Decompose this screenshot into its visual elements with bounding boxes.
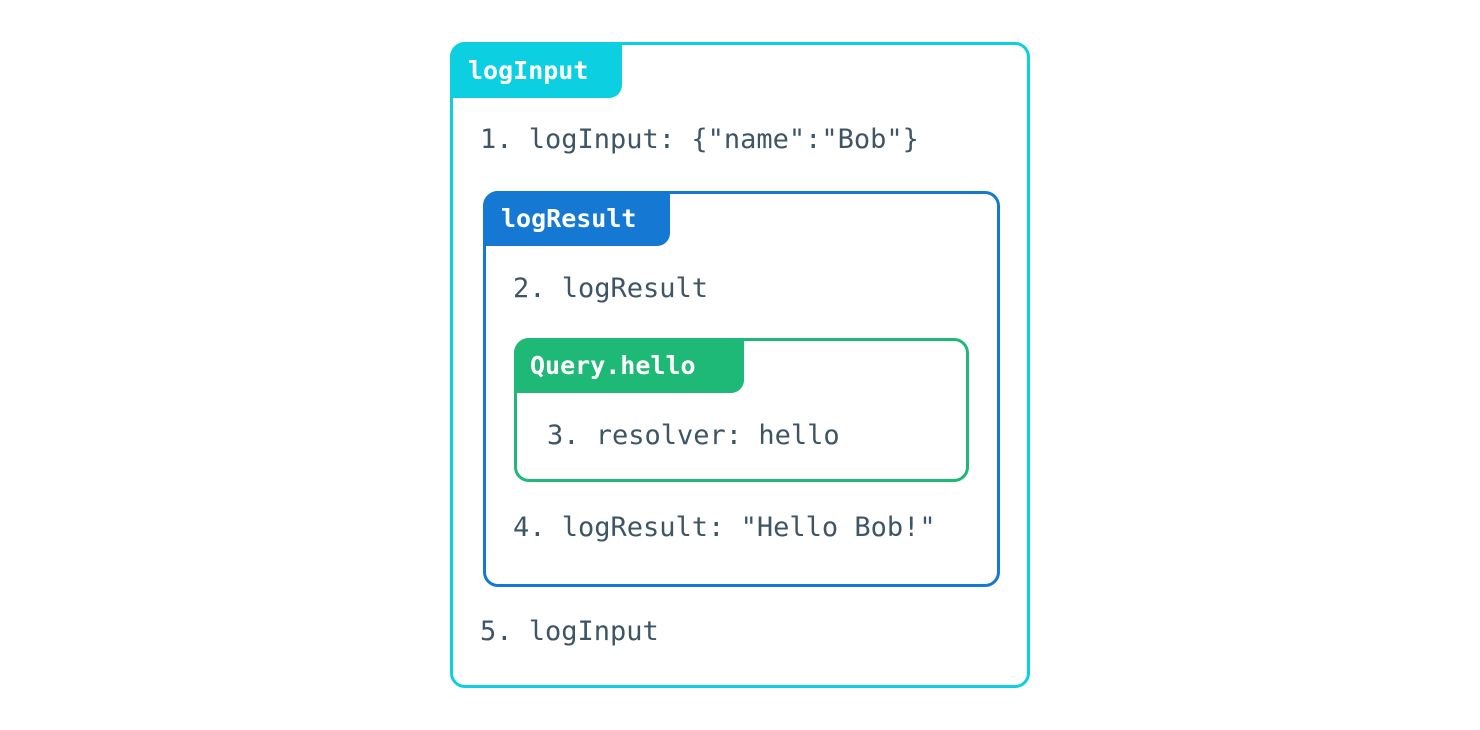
trace-box-tab-loginput: logInput xyxy=(450,42,622,98)
trace-box-query-hello: Query.hello 3. resolver: hello xyxy=(514,338,969,482)
trace-box-tab-label-query-hello: Query.hello xyxy=(530,351,696,380)
trace-line-3: 3. resolver: hello xyxy=(547,420,840,451)
trace-line-1: 1. logInput: {"name":"Bob"} xyxy=(480,124,919,155)
trace-line-2: 2. logResult xyxy=(513,273,709,304)
trace-line-4: 4. logResult: "Hello Bob!" xyxy=(513,512,936,543)
trace-box-logresult: logResult 2. logResult Query.hello 3. re… xyxy=(483,191,1000,587)
trace-line-5: 5. logInput xyxy=(480,616,659,647)
trace-box-tab-query-hello: Query.hello xyxy=(514,338,744,393)
trace-box-tab-label-logresult: logResult xyxy=(501,204,637,233)
trace-box-tab-logresult: logResult xyxy=(483,191,670,246)
trace-box-loginput: logInput 1. logInput: {"name":"Bob"} log… xyxy=(450,42,1030,688)
trace-box-tab-label-loginput: logInput xyxy=(468,55,589,85)
